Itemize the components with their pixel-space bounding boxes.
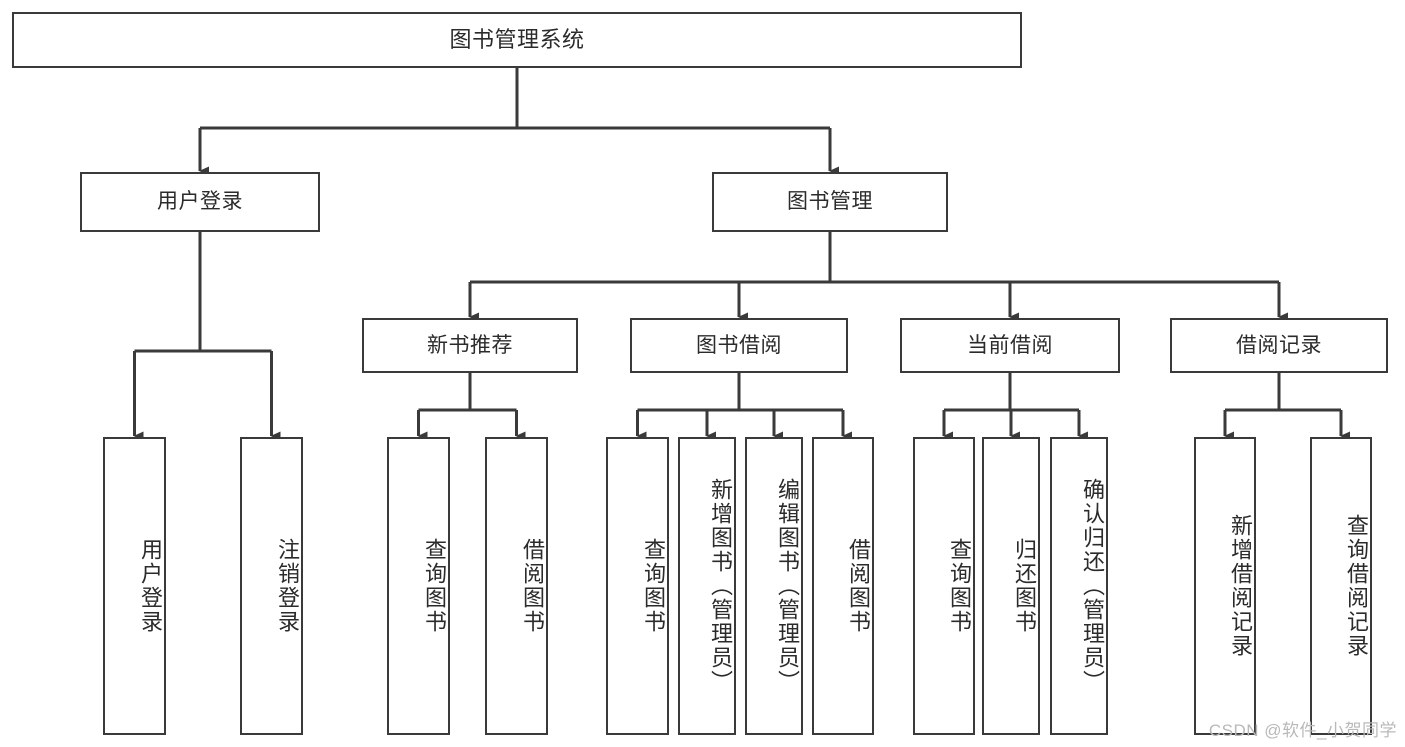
node-leaf-logout[interactable]: 注销登录 [240, 437, 303, 735]
node-user-login-l1[interactable]: 用户登录 [80, 172, 320, 232]
node-borrow-record[interactable]: 借阅记录 [1170, 318, 1388, 373]
node-book-management-label: 图书管理 [787, 190, 873, 214]
node-leaf-confirm-return-label: 确认归还（管理员） [1080, 478, 1105, 694]
node-leaf-add-borrow-record-label: 新增借阅记录 [1228, 514, 1253, 658]
node-leaf-query-borrow-record[interactable]: 查询借阅记录 [1310, 437, 1372, 735]
node-new-book-recommend[interactable]: 新书推荐 [362, 318, 578, 373]
node-user-login-l1-label: 用户登录 [157, 190, 243, 214]
node-book-borrow[interactable]: 图书借阅 [630, 318, 848, 373]
node-leaf-add-borrow-record[interactable]: 新增借阅记录 [1194, 437, 1256, 735]
node-leaf-user-login[interactable]: 用户登录 [103, 437, 166, 735]
node-book-borrow-label: 图书借阅 [696, 333, 782, 357]
node-borrow-record-label: 借阅记录 [1236, 333, 1322, 357]
node-leaf-borrow-book-b[interactable]: 借阅图书 [812, 437, 874, 735]
node-root-label: 图书管理系统 [449, 26, 585, 52]
node-leaf-return-book-label: 归还图书 [1012, 538, 1037, 634]
node-leaf-add-book-label: 新增图书（管理员） [708, 478, 733, 694]
node-leaf-query-borrow-record-label: 查询借阅记录 [1344, 514, 1369, 658]
node-leaf-borrow-book-a-label: 借阅图书 [520, 538, 545, 634]
node-leaf-query-book-c-label: 查询图书 [947, 538, 972, 634]
node-leaf-query-book-c[interactable]: 查询图书 [913, 437, 975, 735]
node-leaf-return-book[interactable]: 归还图书 [982, 437, 1040, 735]
node-new-book-recommend-label: 新书推荐 [427, 333, 513, 357]
node-leaf-confirm-return[interactable]: 确认归还（管理员） [1050, 437, 1108, 735]
node-leaf-query-book-b[interactable]: 查询图书 [606, 437, 669, 735]
node-leaf-logout-label: 注销登录 [275, 538, 300, 634]
node-leaf-borrow-book-a[interactable]: 借阅图书 [485, 437, 548, 735]
node-leaf-query-book-a-label: 查询图书 [422, 538, 447, 634]
node-leaf-query-book-a[interactable]: 查询图书 [387, 437, 450, 735]
node-leaf-add-book[interactable]: 新增图书（管理员） [678, 437, 736, 735]
node-leaf-query-book-b-label: 查询图书 [641, 538, 666, 634]
watermark-text: CSDN @软件_小贺同学 [1208, 721, 1397, 740]
node-leaf-edit-book-label: 编辑图书（管理员） [775, 478, 800, 694]
node-root[interactable]: 图书管理系统 [12, 12, 1022, 68]
node-current-borrow[interactable]: 当前借阅 [900, 318, 1120, 373]
node-current-borrow-label: 当前借阅 [967, 333, 1053, 357]
node-leaf-edit-book[interactable]: 编辑图书（管理员） [745, 437, 803, 735]
node-leaf-user-login-label: 用户登录 [138, 538, 163, 634]
node-leaf-borrow-book-b-label: 借阅图书 [846, 538, 871, 634]
node-book-management[interactable]: 图书管理 [712, 172, 948, 232]
